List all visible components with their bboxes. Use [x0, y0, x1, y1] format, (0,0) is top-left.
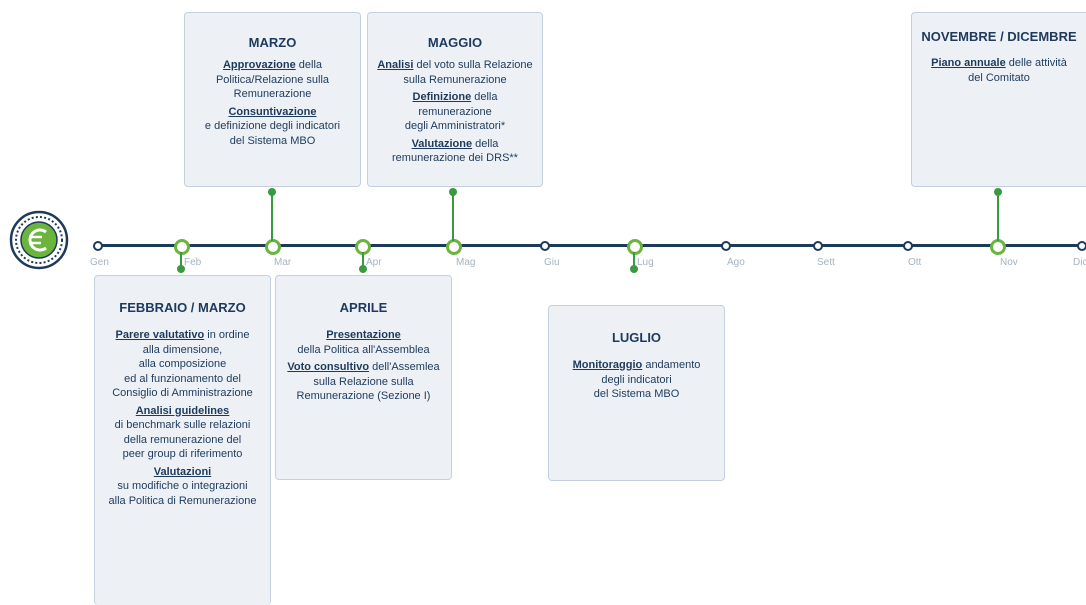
box-title: MAGGIO	[427, 35, 483, 50]
connector-febmar	[180, 252, 182, 270]
connector-maggio	[452, 191, 454, 241]
month-label-sett: Sett	[817, 257, 835, 268]
box-title: NOVEMBRE / DICEMBRE	[921, 29, 1077, 44]
timeline-line	[98, 244, 1086, 247]
connector-dot-marzo	[268, 188, 276, 196]
box-title: MARZO	[248, 35, 297, 50]
activity-keyword: Monitoraggio	[572, 359, 643, 371]
activity-keyword: Piano annuale	[931, 57, 1006, 69]
month-label-mag: Mag	[456, 257, 476, 268]
month-label-lug: Lug	[637, 257, 654, 268]
marker-lug	[627, 239, 643, 255]
activity-keyword: Consuntivazione	[228, 105, 317, 118]
connector-luglio	[633, 252, 635, 270]
box-title: FEBBRAIO / MARZO	[119, 300, 246, 315]
marker-feb	[174, 239, 190, 255]
month-label-apr: Apr	[366, 257, 382, 268]
activity-keyword: Valutazione	[411, 137, 473, 150]
marker-ott	[903, 241, 913, 251]
marker-sett	[813, 241, 823, 251]
connector-dot-luglio	[630, 265, 638, 273]
month-label-gen: Gen	[90, 257, 109, 268]
marker-giu	[540, 241, 550, 251]
connector-dot-novdic	[994, 188, 1002, 196]
marker-ago	[721, 241, 731, 251]
box-febbraio-marzo: FEBBRAIO / MARZO Parere valutativo in or…	[94, 275, 271, 605]
connector-aprile	[362, 252, 364, 270]
connector-novdic	[997, 191, 999, 241]
month-label-ago: Ago	[727, 257, 745, 268]
activity-keyword: Valutazioni	[153, 465, 212, 478]
marker-mar	[265, 239, 281, 255]
activity-keyword: Presentazione	[326, 329, 401, 341]
activity-keyword: Parere valutativo	[115, 329, 205, 341]
box-title: APRILE	[339, 300, 388, 315]
activity-keyword: Analisi	[377, 59, 414, 71]
activity-keyword: Voto consultivo	[287, 361, 370, 373]
marker-dic	[1077, 241, 1086, 251]
connector-marzo	[271, 191, 273, 241]
month-label-giu: Giu	[544, 257, 560, 268]
connector-dot-maggio	[449, 188, 457, 196]
activity-keyword: Analisi guidelines	[135, 404, 230, 417]
euro-coin-icon	[9, 210, 69, 270]
month-label-feb: Feb	[184, 257, 202, 268]
marker-mag	[446, 239, 462, 255]
activity-keyword: Definizione	[412, 91, 472, 103]
month-label-dic: Dic	[1073, 257, 1086, 268]
marker-nov	[990, 239, 1006, 255]
month-label-ott: Ott	[908, 257, 922, 268]
connector-dot-aprile	[359, 265, 367, 273]
box-title: LUGLIO	[611, 330, 662, 345]
connector-dot-febmar	[177, 265, 185, 273]
month-label-nov: Nov	[1000, 257, 1018, 268]
box-novembre-dicembre: NOVEMBRE / DICEMBRE Piano annuale delle …	[911, 12, 1086, 187]
activity-keyword: Approvazione	[222, 59, 296, 71]
marker-gen	[93, 241, 103, 251]
month-label-mar: Mar	[274, 257, 292, 268]
